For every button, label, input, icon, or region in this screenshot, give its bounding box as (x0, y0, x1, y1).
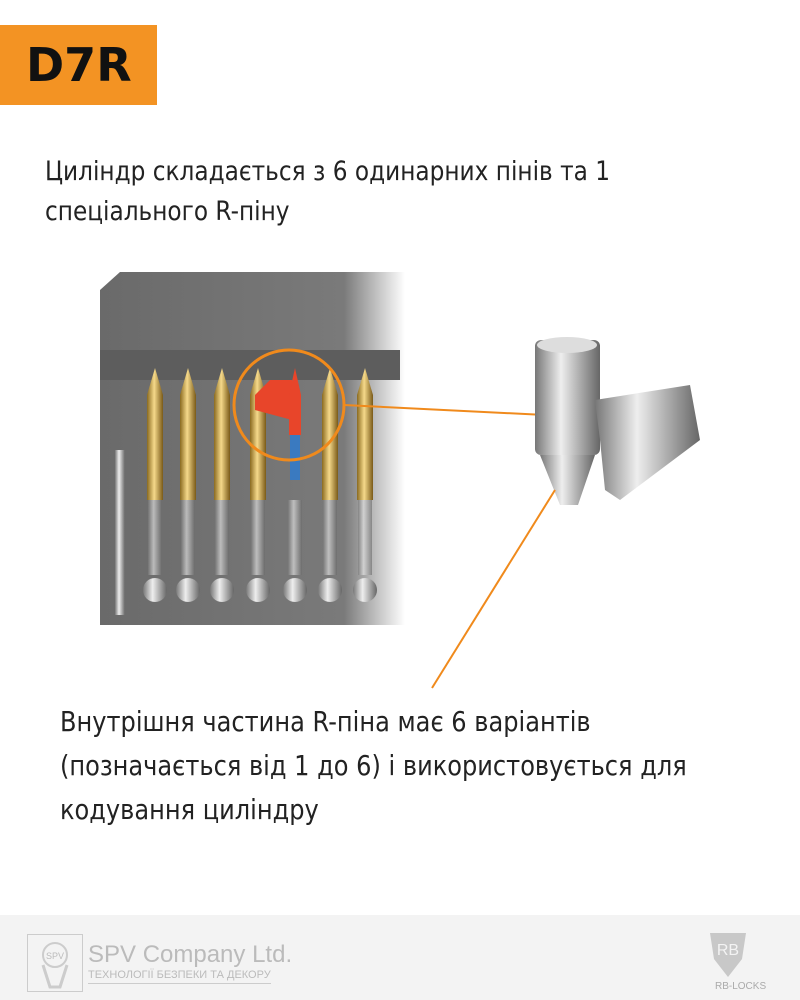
pin (246, 368, 270, 602)
brand-name: RB-LOCKS (715, 981, 767, 992)
company-name: SPV Company Ltd. (88, 941, 293, 968)
pin (210, 368, 234, 602)
callout-line (343, 404, 546, 416)
r-pin (255, 368, 307, 602)
pin (176, 368, 200, 602)
svg-text:RB: RB (717, 942, 739, 959)
pointer-line (431, 489, 556, 689)
model-badge: D7R (0, 25, 157, 105)
svg-text:SPV: SPV (46, 951, 64, 961)
description-text: Внутрішня частина R-піна має 6 варіантів… (60, 705, 687, 826)
intro-text: Циліндр складається з 6 одинарних пінів … (45, 156, 611, 227)
pin (353, 368, 377, 602)
rb-logo: RB (710, 933, 746, 977)
r-pin-detail (535, 337, 700, 505)
pin (318, 368, 342, 602)
footer: SPV SPV Company Ltd. ТЕХНОЛОГІЇ БЕЗПЕКИ … (0, 915, 800, 1000)
model-label: D7R (26, 38, 132, 92)
spv-logo: SPV (27, 934, 83, 992)
cylinder-cutaway (100, 272, 405, 625)
pin (143, 368, 167, 602)
company-tagline: ТЕХНОЛОГІЇ БЕЗПЕКИ ТА ДЕКОРУ (88, 969, 271, 984)
